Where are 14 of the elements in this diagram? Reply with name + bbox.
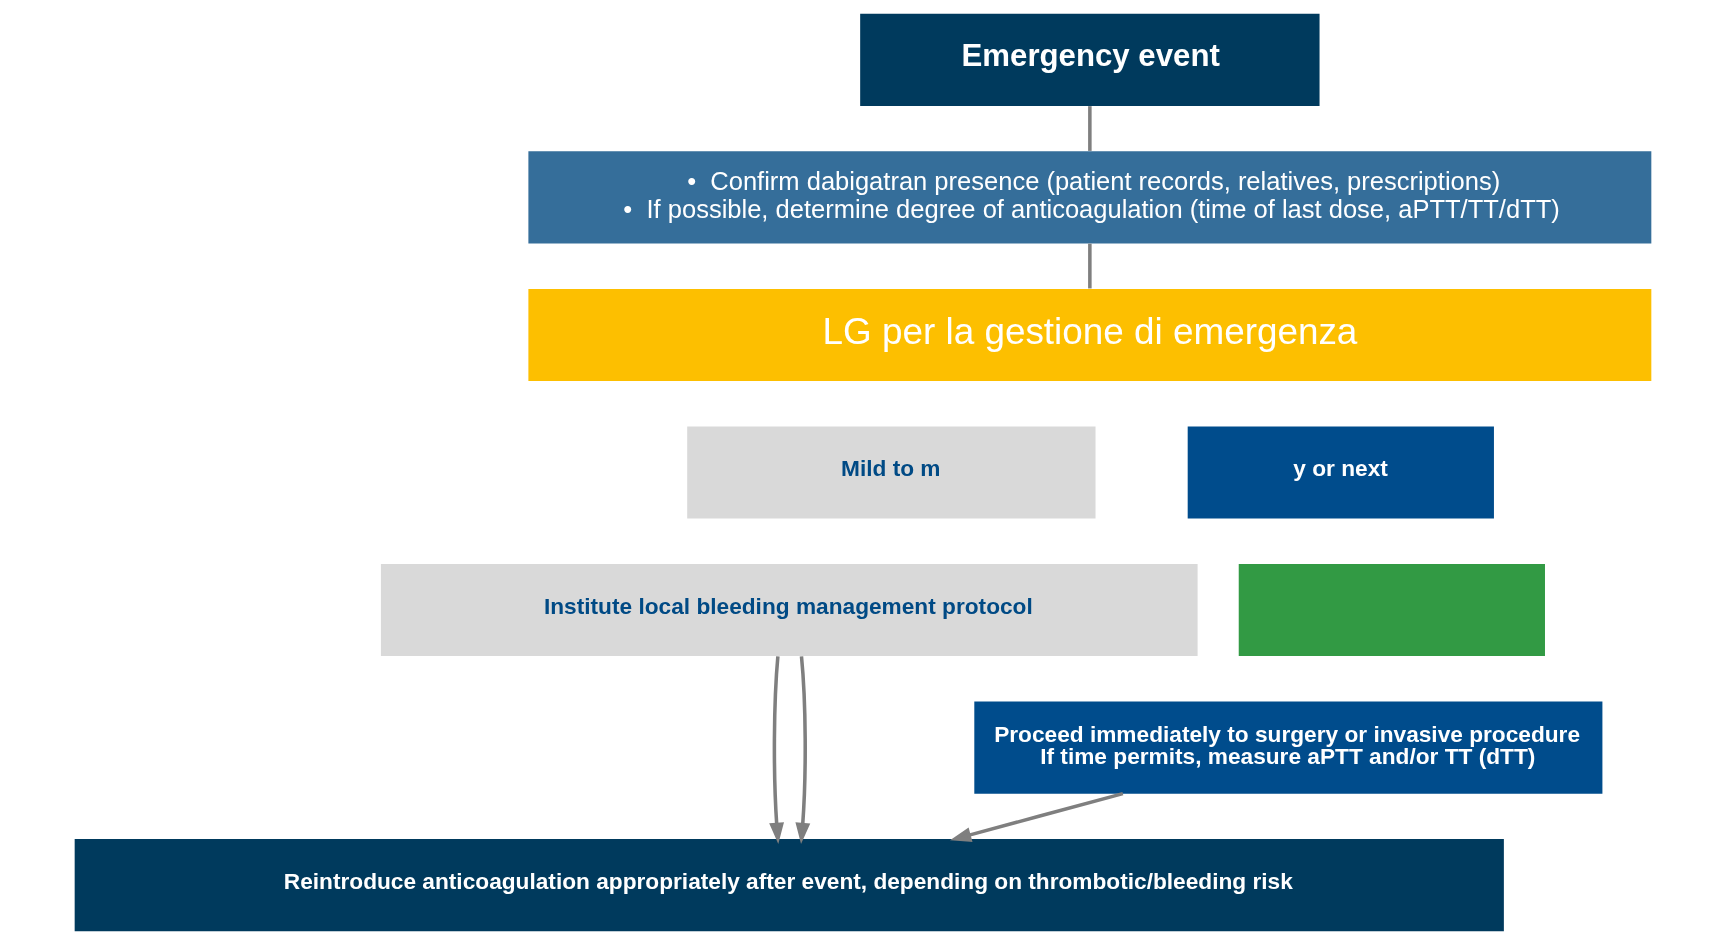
node-box: Institute local bleeding management protocol	[380, 563, 1198, 657]
node-box: LG per la gestione di emergenza	[528, 288, 1652, 382]
connector	[1088, 243, 1092, 289]
node-box: • Confirm dabigatran presence (patient records, relatives, prescriptions) • If possible, determine degree of anticoagulation (time of last dose, aPTT/TT/dTT)	[528, 151, 1652, 244]
node-box: Mild to m	[687, 426, 1096, 519]
node-box	[1238, 563, 1545, 657]
node-box: Proceed immediately to surgery or invasive procedure If time permits, measure aPTT and/or TT (dTT)	[974, 701, 1603, 794]
node-box: Emergency event	[860, 13, 1320, 106]
arrow	[950, 791, 1124, 842]
node-box: Reintroduce anticoagulation appropriately after event, depending on thrombotic/bleeding risk	[74, 839, 1504, 932]
connector	[1088, 106, 1092, 151]
arrow	[795, 656, 811, 844]
arrow	[769, 656, 785, 844]
node-box: y or next	[1187, 426, 1494, 519]
